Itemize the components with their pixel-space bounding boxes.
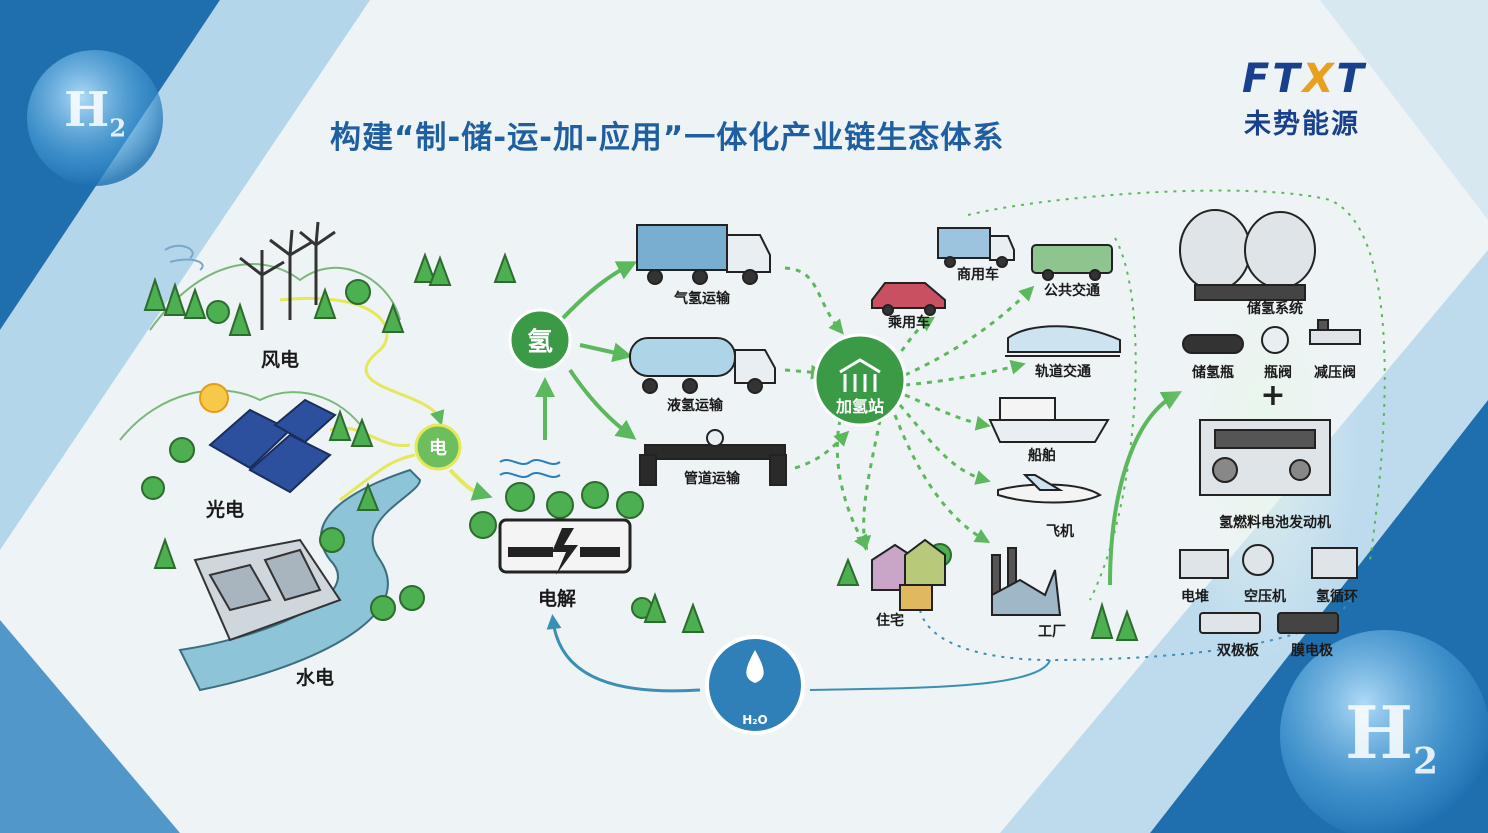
liquid-transport-label: 液氢运输: [667, 398, 723, 414]
pipeline-transport-label: 管道运输: [684, 471, 740, 487]
hydrogen-label: 氢: [526, 327, 554, 358]
bipolar-label: 双极板: [1217, 643, 1259, 659]
trees: [141, 252, 1139, 641]
commercial-truck-icon: [937, 227, 1015, 268]
h2-bubble-left: [27, 50, 163, 186]
hydro-dam: [193, 538, 342, 642]
hill-wind: [149, 263, 401, 331]
hydro-flow-line: [339, 453, 416, 502]
station-circle: [813, 333, 907, 427]
tank-label: 储氢瓶: [1192, 365, 1234, 381]
bg-band-topleft-light: [0, 0, 370, 550]
solar-panels: [208, 398, 337, 494]
mea-label: 膜电极: [1291, 643, 1333, 659]
page-title: 构建“制-储-运-加-应用”一体化产业链生态体系: [330, 120, 1005, 156]
sun-icon: [199, 383, 229, 413]
h2-bubble-right-text: H2: [1345, 690, 1439, 783]
train-icon: [1005, 325, 1121, 357]
storage-system-icon: [1179, 209, 1316, 301]
liquid-truck-icon: [629, 337, 776, 394]
electricity-label: 电: [429, 438, 447, 459]
tank-icon: [1182, 334, 1244, 354]
elec-to-electrolysis: [448, 468, 493, 501]
storage-system-label: 储氢系统: [1247, 301, 1303, 317]
valve-icon: [1261, 326, 1289, 354]
outer-loop-line: [967, 189, 1386, 561]
electrolysis-label: 电解: [537, 588, 577, 610]
recirc-icon: [1311, 547, 1358, 579]
application-lines: [835, 285, 1035, 551]
solar-label: 光电: [205, 499, 245, 521]
gas-transport-label: 气氢运输: [674, 291, 730, 307]
plane-label: 飞机: [1046, 524, 1074, 540]
passenger-label: 乘用车: [888, 315, 930, 331]
plane-icon: [997, 474, 1103, 504]
factory-icon: [991, 547, 1062, 616]
factory-label: 工厂: [1038, 624, 1066, 640]
engine-label: 氢燃料电池发动机: [1219, 515, 1331, 531]
electrolyzer-icon: [498, 459, 632, 575]
stack-icon: [1179, 549, 1229, 579]
ship-icon: [988, 397, 1110, 443]
to-system-arrow: [1108, 391, 1182, 586]
plus-sign: +: [1260, 378, 1286, 413]
reducer-icon: [1309, 319, 1361, 345]
wind-turbines: [239, 221, 336, 330]
pipeline-icon: [639, 429, 787, 486]
h2-bubble-left-text: H2: [64, 82, 127, 143]
bus-label: 公共交通: [1044, 283, 1100, 299]
home-label: 住宅: [876, 613, 904, 629]
hydrogen-circle: [508, 308, 572, 372]
recirc-label: 氢循环: [1316, 589, 1358, 605]
valve-label: 瓶阀: [1264, 365, 1292, 381]
water-return-line: [809, 659, 1051, 691]
bg-band-topright: [1320, 0, 1488, 220]
wind-swirl-icon: [164, 244, 204, 271]
station-label: 加氢站: [835, 397, 885, 416]
wind-label: 风电: [260, 349, 300, 371]
reducer-label: 减压阀: [1314, 365, 1356, 381]
h2-bubble-right: [1280, 630, 1488, 833]
hydrogen-flow-arrows: [535, 261, 638, 440]
water-to-electrolysis: [546, 614, 701, 693]
water-circle: [705, 635, 805, 735]
water-label: H₂O: [742, 713, 768, 727]
water-drop-icon: [746, 650, 764, 683]
logo-text: FTXT: [1242, 56, 1367, 102]
station-icon: [839, 358, 881, 392]
engine-icon: [1199, 419, 1331, 496]
station-feed-lines: [784, 266, 850, 470]
bus-icon: [1031, 244, 1113, 281]
ship-label: 船舶: [1028, 448, 1056, 464]
stack-label: 电堆: [1181, 589, 1209, 605]
mea-icon: [1277, 612, 1339, 634]
gas-truck-icon: [636, 224, 771, 285]
commercial-label: 商用车: [957, 267, 999, 283]
compressor-icon: [1242, 544, 1274, 576]
bipolar-icon: [1199, 612, 1261, 634]
house-icon: [871, 538, 946, 611]
logo-chinese: 未势能源: [1244, 109, 1360, 140]
hill-solar: [119, 389, 371, 441]
car-icon: [871, 282, 946, 316]
wind-flow-line: [279, 297, 445, 426]
rail-label: 轨道交通: [1035, 364, 1091, 380]
compressor-label: 空压机: [1244, 589, 1286, 605]
electricity-circle: [414, 423, 462, 471]
bg-band-bottomleft: [0, 620, 180, 833]
hydro-label: 水电: [295, 667, 335, 689]
